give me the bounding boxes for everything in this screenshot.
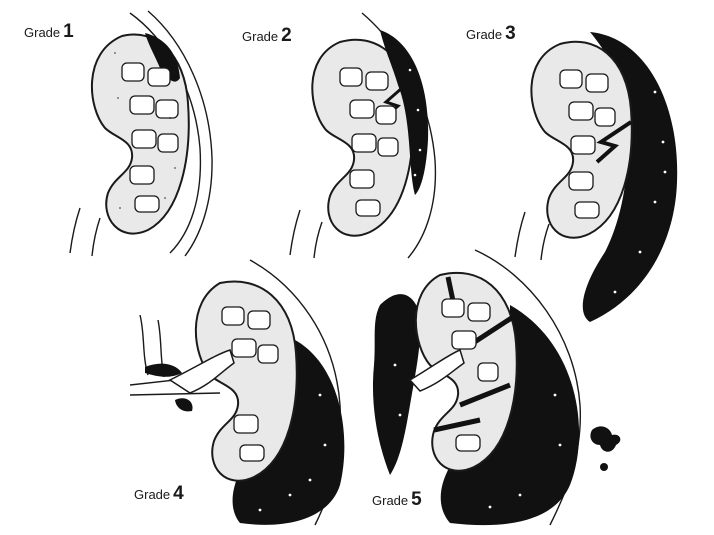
blood-splatter	[590, 426, 621, 452]
grade-number: 4	[173, 483, 184, 504]
subcapsular-hematoma	[145, 33, 180, 82]
renal-pelvis	[408, 348, 465, 392]
grade-word: Grade	[242, 29, 279, 44]
shattered-kidney-outline	[414, 271, 518, 472]
perirenal-hematoma	[380, 30, 429, 195]
kidney-grade-4-illustration	[130, 259, 345, 526]
panel-grade-2	[280, 10, 460, 260]
panel-grade-5	[360, 245, 630, 530]
grade-word: Grade	[24, 25, 61, 40]
renal-pelvis	[168, 349, 235, 394]
blood-drop	[600, 463, 608, 471]
deep-laceration	[595, 120, 633, 164]
grade-number: 3	[505, 23, 516, 44]
panel-grade-4	[130, 255, 360, 530]
panel-grade-3	[505, 12, 690, 332]
fragment-lacerations	[433, 276, 518, 433]
urinary-extravasation	[145, 363, 193, 412]
grade-number: 2	[281, 25, 292, 46]
extrarenal-hematoma	[372, 294, 421, 475]
grade-word: Grade	[372, 493, 409, 508]
kidney-grade-5-illustration	[372, 249, 621, 526]
grade-number: 5	[411, 489, 422, 510]
grade-word: Grade	[466, 27, 503, 42]
kidney-grade-3-illustration	[514, 32, 678, 322]
panel-grade-1	[60, 8, 230, 258]
perirenal-hematoma	[582, 32, 678, 322]
kidney-grade-1-illustration	[69, 10, 213, 257]
grade-word: Grade	[134, 487, 171, 502]
kidney-grade-2-illustration	[289, 12, 437, 259]
grade-number: 1	[63, 21, 74, 42]
